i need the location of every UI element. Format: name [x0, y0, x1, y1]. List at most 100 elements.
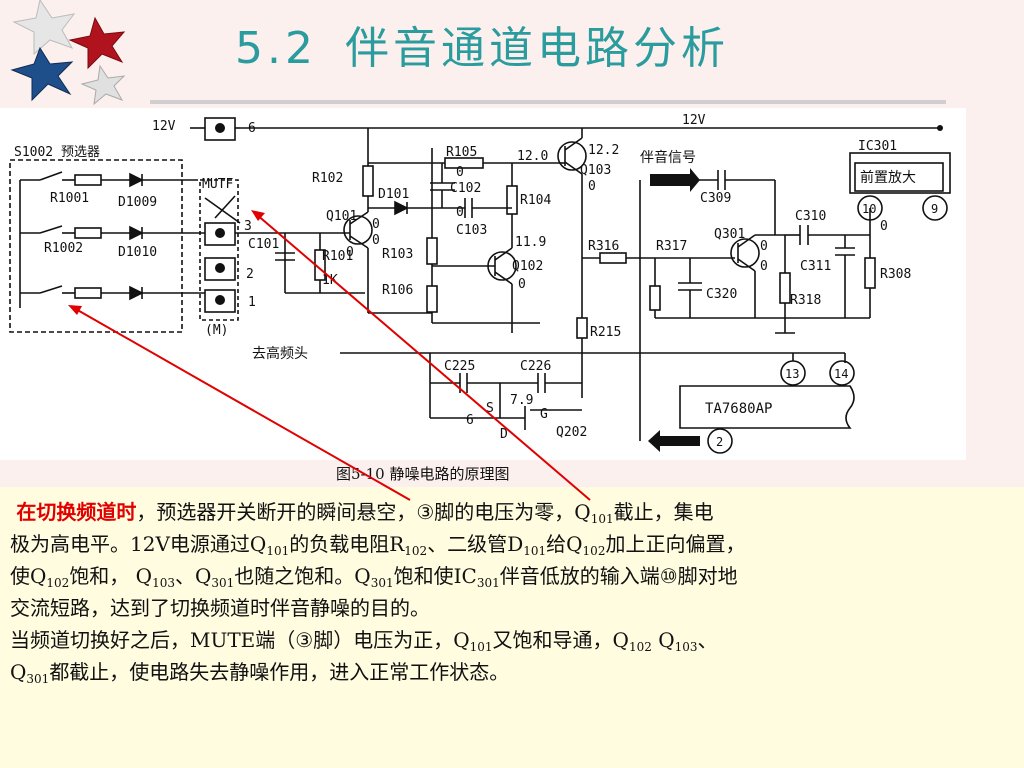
label-q202: Q202: [556, 425, 587, 440]
label-zero: 0: [456, 205, 464, 220]
label-mutf: MUTF: [202, 177, 233, 192]
label-c226: C226: [520, 359, 551, 374]
text-run: Q: [194, 564, 212, 588]
label-c311: C311: [800, 259, 831, 274]
label-s1002: S1002 预选器: [14, 145, 100, 160]
text-run: 使: [10, 564, 30, 588]
label-to-hf-head: 去高频头: [252, 345, 308, 362]
text-run: Q: [30, 564, 47, 588]
text-run: 、: [174, 564, 195, 588]
text-run: Q: [10, 660, 27, 684]
title-divider: [150, 100, 946, 104]
text-run: 也随之饱和。: [234, 564, 355, 588]
text-run: 电源通过: [169, 532, 250, 556]
label-d101: D101: [378, 187, 409, 202]
title-number: 5.2: [235, 23, 317, 74]
subscript: 101: [469, 640, 493, 654]
subscript: 301: [476, 576, 500, 590]
label-ta7680ap: TA7680AP: [705, 401, 772, 417]
label-zero: 0: [346, 245, 354, 260]
text-run: ，预选器开关断开的瞬间悬空，③脚的电压为零，: [136, 500, 575, 524]
text-run: MUTE: [190, 628, 256, 652]
label-d: D: [500, 427, 508, 442]
label-r318: R318: [790, 293, 821, 308]
label-zero: 0: [372, 217, 380, 232]
label-c310: C310: [795, 209, 826, 224]
text-run: 又饱和导通，: [492, 628, 613, 652]
subscript: 301: [26, 672, 50, 686]
label-d1009: D1009: [118, 195, 157, 210]
label-12v-right: 12V: [682, 113, 706, 128]
label-c103: C103: [456, 223, 487, 238]
figure-caption: 图5-10 静噪电路的原理图: [336, 465, 510, 483]
label-m: (M): [205, 323, 228, 338]
label-pin14: 14: [834, 367, 848, 381]
label-s: S: [486, 401, 494, 416]
subscript: 103: [674, 640, 698, 654]
body-line-1: 在切换频道时，预选器开关断开的瞬间悬空，③脚的电压为零，Q101截止，集电: [10, 496, 1016, 528]
body-line-4: 交流短路，达到了切换频道时伴音静噪的目的。: [10, 596, 430, 620]
mute-circuit-schematic: 12V 6 12V S1002 预选器 MUTF (M) 3 2 1 R1001…: [9, 113, 951, 454]
subscript: 101: [523, 544, 547, 558]
label-pin10: 10: [862, 202, 876, 216]
label-r317: R317: [656, 239, 687, 254]
label-sound-signal: 伴音信号: [640, 149, 696, 166]
label-r105: R105: [446, 145, 477, 160]
label-d1010: D1010: [118, 245, 157, 260]
label-pin9: 9: [931, 202, 938, 216]
text-run: Q: [612, 628, 629, 652]
text-run: Q: [574, 500, 591, 524]
text-run: 、二级管: [427, 532, 508, 556]
subscript: 301: [211, 576, 235, 590]
text-run: 截止，集电: [613, 500, 714, 524]
label-pin1: 1: [248, 295, 256, 310]
text-run: D: [507, 532, 524, 556]
text-run: 饱和，: [69, 564, 130, 588]
subscript: 101: [266, 544, 290, 558]
subscript: 102: [404, 544, 428, 558]
label-zero: 0: [372, 233, 380, 248]
text-run: 伴音低放的输入端⑩脚对地: [499, 564, 738, 588]
label-pin2: 2: [246, 267, 254, 282]
label-c309: C309: [700, 191, 731, 206]
label-zero: 0: [518, 277, 526, 292]
text-run: 加上正向偏置，: [605, 532, 746, 556]
label-v11-9: 11.9: [515, 235, 546, 250]
label-ic301: IC301: [858, 139, 897, 154]
text-run: Q: [453, 628, 470, 652]
highlight-text: 在切换频道时: [16, 500, 137, 524]
text-run: R: [389, 532, 405, 556]
text-run: Q: [354, 564, 371, 588]
text-run: Q: [135, 564, 153, 588]
subscript: 301: [370, 576, 394, 590]
label-c102: C102: [450, 181, 481, 196]
label-q301: Q301: [714, 227, 745, 242]
label-r1001: R1001: [50, 191, 89, 206]
text-run: Q: [249, 532, 267, 556]
label-r308: R308: [880, 267, 911, 282]
text-run: IC: [453, 564, 477, 588]
text-run: 的负载电阻: [289, 532, 390, 556]
label-r104: R104: [520, 193, 551, 208]
label-r102: R102: [312, 171, 343, 186]
text-run: 端（③脚）电压为正，: [255, 628, 454, 652]
label-c225: C225: [444, 359, 475, 374]
subscript: 102: [46, 576, 70, 590]
text-run: 极为高电平。: [10, 532, 130, 556]
label-zero: 0: [760, 259, 768, 274]
body-line-3: 使Q102饱和， Q103、Q301也随之饱和。Q301饱和使IC301伴音低放…: [10, 560, 1016, 592]
label-r316: R316: [588, 239, 619, 254]
label-pin6b: 6: [466, 413, 474, 428]
subscript: 101: [590, 512, 614, 526]
label-pin2b: 2: [716, 435, 723, 449]
body-line-2: 极为高电平。12V电源通过Q101的负载电阻R102、二级管D101给Q102加…: [10, 528, 1016, 560]
text-run: 当频道切换好之后，: [10, 628, 190, 652]
label-zero: 0: [760, 239, 768, 254]
text-run: Q: [566, 532, 583, 556]
label-v12-0: 12.0: [517, 149, 548, 164]
label-zero: 0: [588, 179, 596, 194]
text-run: 给: [546, 532, 567, 556]
text-run: 12V: [130, 532, 170, 556]
text-run: 都截止，使电路失去静噪作用，进入正常工作状态。: [49, 660, 510, 684]
label-pin13: 13: [785, 367, 799, 381]
